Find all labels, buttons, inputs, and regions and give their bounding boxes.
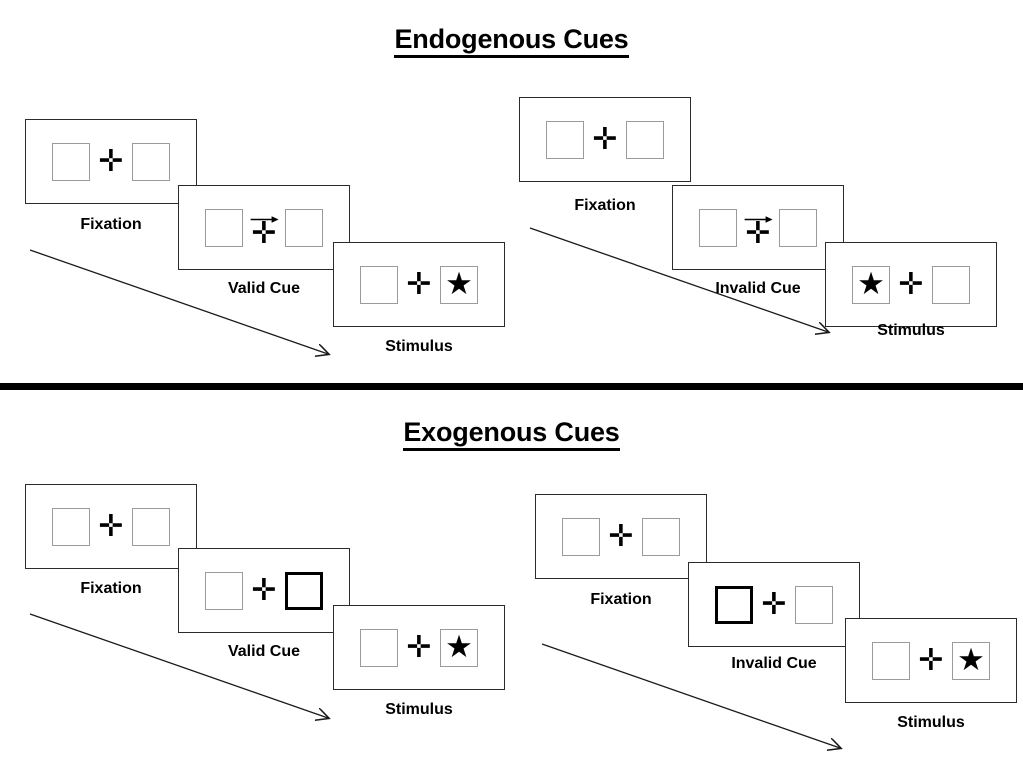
frame-label-exogenous-invalid-stimulus: Stimulus	[897, 714, 965, 731]
frame-content: ✛ ★	[846, 619, 1016, 702]
fixation-center: ✛	[398, 629, 440, 665]
slot-right[interactable]	[132, 507, 170, 546]
fixation-cross-icon: ✛	[406, 629, 432, 665]
frame-content: ✛	[26, 120, 196, 203]
slot-right[interactable]: ★	[440, 265, 478, 304]
frame-label-endogenous-invalid-fixation: Fixation	[574, 197, 636, 214]
frame-label-exogenous-valid-stimulus: Stimulus	[385, 701, 453, 718]
star-icon: ★	[957, 642, 985, 677]
frame-label-exogenous-valid-fixation: Fixation	[80, 580, 142, 597]
frame-exogenous-invalid-fixation[interactable]: ✛	[535, 494, 707, 579]
slot-left[interactable]	[205, 208, 243, 247]
fixation-center: ✛	[398, 266, 440, 302]
frame-content: ★ ✛	[826, 243, 996, 326]
frame-label-exogenous-invalid-cue: Invalid Cue	[731, 655, 817, 672]
fixation-cross-icon: ✛	[98, 508, 124, 544]
frame-content: ✛	[179, 186, 349, 269]
frame-label-endogenous-invalid-stimulus: Stimulus	[877, 322, 945, 339]
frame-label-exogenous-valid-cue: Valid Cue	[227, 643, 301, 660]
slot-right[interactable]	[932, 265, 970, 304]
slot-left[interactable]	[52, 507, 90, 546]
frame-exogenous-invalid-stimulus[interactable]: ✛ ★	[845, 618, 1017, 703]
frame-label-endogenous-valid-fixation: Fixation	[80, 216, 142, 233]
frame-endogenous-invalid-fixation[interactable]: ✛	[519, 97, 691, 182]
endogenous-valid-flow-arrow	[29, 249, 348, 366]
fixation-cross-icon: ✛	[608, 518, 634, 554]
fixation-center: ✛	[243, 213, 285, 248]
fixation-center: ✛	[600, 518, 642, 554]
section-title-exogenous: Exogenous Cues	[0, 417, 1023, 451]
slot-left[interactable]: ★	[852, 265, 890, 304]
frame-label-endogenous-valid-cue: Valid Cue	[227, 280, 301, 297]
fixation-cross-icon: ✛	[98, 143, 124, 179]
fixation-center: ✛	[243, 572, 285, 608]
slot-left-cued[interactable]	[715, 585, 753, 624]
fixation-cross-icon: ✛	[251, 215, 277, 251]
exogenous-invalid-flow-arrow	[541, 643, 860, 760]
frame-exogenous-valid-cue[interactable]: ✛	[178, 548, 350, 633]
frame-content: ✛ ★	[334, 243, 504, 326]
fixation-cross-icon: ✛	[592, 121, 618, 157]
star-icon: ★	[857, 266, 885, 301]
fixation-cross-icon: ✛	[898, 266, 924, 302]
slot-left[interactable]	[872, 641, 910, 680]
slot-right[interactable]	[626, 120, 664, 159]
frame-endogenous-valid-stimulus[interactable]: ✛ ★	[333, 242, 505, 327]
slot-right[interactable]: ★	[440, 628, 478, 667]
slot-left[interactable]	[699, 208, 737, 247]
frame-content: ✛	[673, 186, 843, 269]
fixation-cross-icon: ✛	[745, 215, 771, 251]
fixation-center: ✛	[584, 121, 626, 157]
slot-right[interactable]	[779, 208, 817, 247]
slot-right[interactable]	[132, 142, 170, 181]
star-icon: ★	[445, 266, 473, 301]
frame-endogenous-invalid-stimulus[interactable]: ★ ✛	[825, 242, 997, 327]
frame-content: ✛	[179, 549, 349, 632]
frame-content: ✛	[689, 563, 859, 646]
section-title-exogenous-text: Exogenous Cues	[403, 417, 620, 451]
fixation-cross-icon: ✛	[251, 572, 277, 608]
fixation-center: ✛	[737, 213, 779, 248]
slot-right[interactable]	[642, 517, 680, 556]
slot-left[interactable]	[562, 517, 600, 556]
frame-endogenous-valid-cue[interactable]: ✛	[178, 185, 350, 270]
frame-exogenous-invalid-cue[interactable]: ✛	[688, 562, 860, 647]
frame-content: ✛	[26, 485, 196, 568]
frame-content: ✛	[520, 98, 690, 181]
slot-left[interactable]	[205, 571, 243, 610]
fixation-cross-icon: ✛	[918, 642, 944, 678]
section-title-endogenous: Endogenous Cues	[0, 24, 1023, 58]
slot-left[interactable]	[360, 265, 398, 304]
section-divider	[0, 383, 1023, 390]
exogenous-valid-flow-arrow	[29, 613, 348, 730]
frame-exogenous-valid-fixation[interactable]: ✛	[25, 484, 197, 569]
fixation-center: ✛	[90, 508, 132, 544]
slot-left[interactable]	[546, 120, 584, 159]
frame-label-endogenous-valid-stimulus: Stimulus	[385, 338, 453, 355]
fixation-center: ✛	[910, 642, 952, 678]
frame-endogenous-valid-fixation[interactable]: ✛	[25, 119, 197, 204]
frame-label-endogenous-invalid-cue: Invalid Cue	[715, 280, 801, 297]
fixation-center: ✛	[753, 586, 795, 622]
endogenous-invalid-flow-arrow	[529, 227, 848, 344]
fixation-cross-icon: ✛	[761, 586, 787, 622]
fixation-center: ✛	[90, 143, 132, 179]
section-title-endogenous-text: Endogenous Cues	[394, 24, 629, 58]
frame-exogenous-valid-stimulus[interactable]: ✛ ★	[333, 605, 505, 690]
slot-left[interactable]	[52, 142, 90, 181]
frame-label-exogenous-invalid-fixation: Fixation	[590, 591, 652, 608]
frame-endogenous-invalid-cue[interactable]: ✛	[672, 185, 844, 270]
fixation-cross-icon: ✛	[406, 266, 432, 302]
fixation-center: ✛	[890, 266, 932, 302]
slot-right[interactable]: ★	[952, 641, 990, 680]
frame-content: ✛ ★	[334, 606, 504, 689]
cue-arrow-icon	[744, 215, 773, 223]
slot-right[interactable]	[795, 585, 833, 624]
star-icon: ★	[445, 629, 473, 664]
slot-left[interactable]	[360, 628, 398, 667]
slot-right[interactable]	[285, 208, 323, 247]
cue-arrow-icon	[250, 215, 279, 223]
slot-right-cued[interactable]	[285, 571, 323, 610]
frame-content: ✛	[536, 495, 706, 578]
